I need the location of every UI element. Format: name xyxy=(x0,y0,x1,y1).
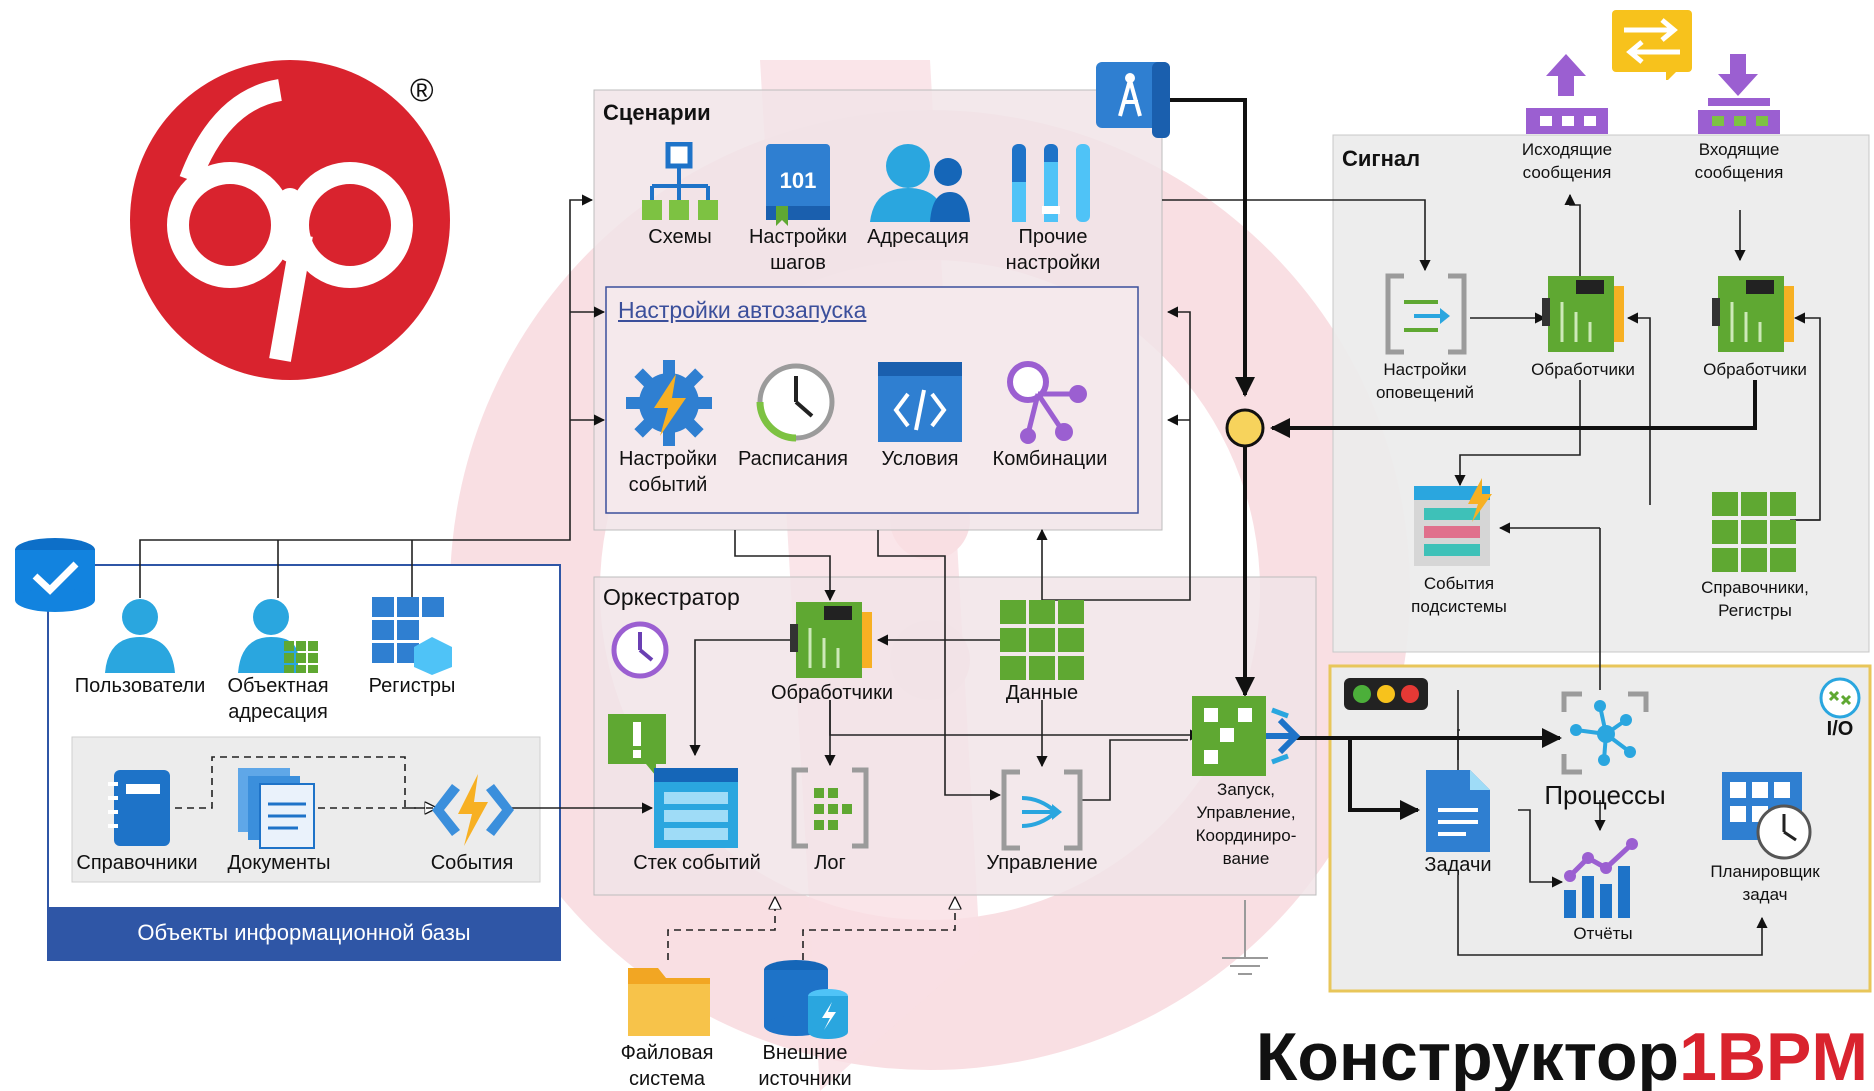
addressing-label: Адресация xyxy=(867,226,969,248)
filter-arrows-icon xyxy=(1385,273,1467,355)
filter-arrows-icon xyxy=(1001,769,1083,851)
grid-icon xyxy=(1712,492,1796,572)
blueprint-icon xyxy=(1096,62,1170,138)
notebook-icon xyxy=(108,770,170,846)
circuit-board-icon xyxy=(790,602,872,678)
sliders-icon xyxy=(1012,144,1090,222)
swap-arrows-icon xyxy=(1612,10,1692,80)
orchestrator-title: Оркестратор xyxy=(603,584,740,610)
gear-lightning-icon xyxy=(626,360,712,446)
launch-icon xyxy=(1192,696,1300,776)
documents-icon xyxy=(238,768,315,849)
contacts-icon xyxy=(870,144,970,222)
event-settings-label: Настройки событий xyxy=(618,448,718,496)
signal-handlers-label-2: Обработчики xyxy=(1703,360,1807,379)
logo-icon xyxy=(130,60,450,380)
circuit-board-icon xyxy=(1542,276,1624,352)
svg-text:101: 101 xyxy=(780,168,817,193)
registered-mark: ® xyxy=(410,72,434,108)
task-scheduler-label: Планировщик задач xyxy=(1710,862,1820,904)
hierarchy-icon xyxy=(642,142,718,220)
incoming-messages-label: Входящие сообщения xyxy=(1694,140,1784,182)
control-label: Управление xyxy=(986,852,1098,874)
junction-icon xyxy=(1225,408,1265,448)
outgoing-messages-label: Исходящие сообщения xyxy=(1521,140,1613,182)
code-window-icon xyxy=(878,362,962,442)
clock-icon xyxy=(611,621,669,679)
combinations-label: Комбинации xyxy=(992,448,1108,470)
scenarios-title: Сценарии xyxy=(603,100,711,125)
upload-arrow-icon xyxy=(1526,54,1608,134)
signal-title: Сигнал xyxy=(1342,146,1421,171)
orchestrator-handlers-label: Обработчики xyxy=(770,682,894,704)
stack-icon xyxy=(654,768,738,848)
io-icon[interactable] xyxy=(1818,676,1862,720)
processes-label: Процессы xyxy=(1544,780,1666,810)
signal-handlers-label-1: Обработчики xyxy=(1531,360,1635,379)
io-label: I/O xyxy=(1826,718,1854,740)
book-101-icon: 101 xyxy=(766,144,830,226)
step-settings-label: Настройки шагов xyxy=(748,226,848,274)
grid-icon xyxy=(1000,600,1084,680)
subsystem-events-label: События подсистемы xyxy=(1411,574,1507,616)
data-label: Данные xyxy=(1005,682,1079,704)
schedules-label: Расписания xyxy=(738,448,848,470)
database-check-icon xyxy=(15,538,95,612)
registers-grid-icon xyxy=(372,597,452,675)
ground-icon xyxy=(1222,900,1268,975)
launch-label: Запуск, Управление, Координиро- вание xyxy=(1195,780,1297,868)
combination-icon xyxy=(1007,361,1087,444)
external-sources-label: Внешние источники xyxy=(758,1042,852,1090)
folder-icon xyxy=(628,968,710,1036)
chart-icon xyxy=(1564,838,1638,918)
lightning-icon xyxy=(432,774,514,846)
circuit-board-icon xyxy=(1712,276,1794,352)
reports-label: Отчёты xyxy=(1573,924,1633,943)
log-icon xyxy=(791,767,869,849)
registers-label: Регистры xyxy=(368,675,456,697)
scheduler-icon xyxy=(1722,772,1812,860)
tasks-label: Задачи xyxy=(1424,854,1492,876)
object-addressing-label: Объектная адресация xyxy=(227,675,329,723)
file-system-label: Файловая система xyxy=(620,1042,714,1090)
document-icon xyxy=(1426,770,1490,852)
db-panel-footer xyxy=(48,907,560,960)
user-icon xyxy=(105,599,175,673)
clock-icon xyxy=(756,363,835,442)
users-label: Пользователи xyxy=(74,675,206,697)
other-settings-label: Прочие настройки xyxy=(1005,226,1101,274)
events-label: События xyxy=(430,852,514,874)
product-name-red: 1BPM xyxy=(1679,1019,1868,1091)
subsystem-events-icon xyxy=(1414,478,1492,566)
alert-icon xyxy=(608,714,666,776)
autostart-settings-link[interactable]: Настройки автозапуска xyxy=(618,297,867,323)
product-name: Конструктор1BPM xyxy=(1248,1020,1868,1091)
traffic-light-icon xyxy=(1344,678,1428,710)
external-db-icon xyxy=(764,960,848,1039)
product-name-black: Конструктор xyxy=(1255,1019,1680,1091)
user-grid-icon xyxy=(238,599,318,673)
notification-settings-label: Настройки оповещений xyxy=(1375,360,1475,402)
process-nodes-icon xyxy=(1561,691,1649,775)
documents-label: Документы xyxy=(227,852,331,874)
schemes-label: Схемы xyxy=(648,226,712,248)
conditions-label: Условия xyxy=(881,448,959,470)
event-stack-label: Стек событий xyxy=(633,852,761,874)
download-arrow-icon xyxy=(1698,54,1780,134)
db-panel-footer-label: Объекты информационной базы xyxy=(137,920,471,945)
log-label: Лог xyxy=(814,852,846,874)
references-label: Справочники xyxy=(76,852,198,874)
references-registers-label: Справочники, Регистры xyxy=(1701,578,1809,620)
